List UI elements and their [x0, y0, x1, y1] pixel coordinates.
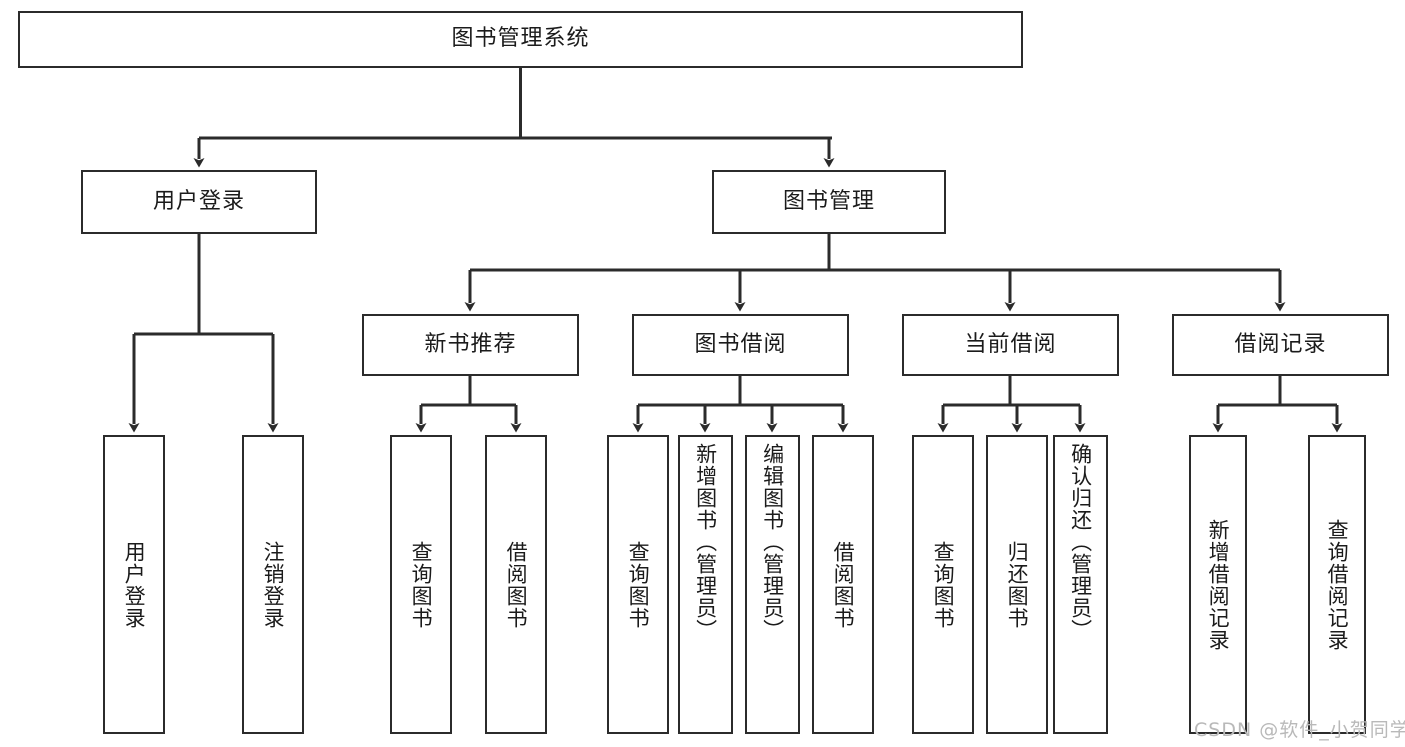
leaf-add-book-admin-label: 新增图书（管理员） — [693, 443, 718, 641]
leaf-borrow-book-recommend-label: 借阅图书 — [504, 540, 529, 629]
node-new-book-recommend-label: 新书推荐 — [424, 331, 517, 357]
leaf-query-borrow-record[interactable]: 查询借阅记录 — [1308, 435, 1366, 734]
leaf-query-book-borrow-label: 查询图书 — [626, 540, 651, 629]
node-current-borrow-label: 当前借阅 — [964, 331, 1057, 357]
leaf-add-borrow-record[interactable]: 新增借阅记录 — [1189, 435, 1247, 734]
leaf-logout-label: 注销登录 — [261, 540, 286, 629]
leaf-return-book[interactable]: 归还图书 — [986, 435, 1048, 734]
node-new-book-recommend[interactable]: 新书推荐 — [362, 314, 579, 376]
node-borrow-record-label: 借阅记录 — [1234, 331, 1327, 357]
node-user-login-label: 用户登录 — [152, 188, 245, 214]
leaf-query-borrow-record-label: 查询借阅记录 — [1325, 518, 1350, 651]
leaf-add-borrow-record-label: 新增借阅记录 — [1206, 518, 1231, 651]
watermark: CSDN @软件_小贺同学 — [1194, 719, 1405, 741]
leaf-borrow-book-label: 借阅图书 — [831, 540, 856, 629]
leaf-borrow-book[interactable]: 借阅图书 — [812, 435, 874, 734]
node-user-login[interactable]: 用户登录 — [81, 170, 317, 234]
node-book-borrow[interactable]: 图书借阅 — [632, 314, 849, 376]
leaf-edit-book-admin[interactable]: 编辑图书（管理员） — [745, 435, 800, 734]
leaf-user-login[interactable]: 用户登录 — [103, 435, 165, 734]
leaf-confirm-return-admin[interactable]: 确认归还（管理员） — [1053, 435, 1108, 734]
leaf-query-book-current-label: 查询图书 — [931, 540, 956, 629]
node-book-management-label: 图书管理 — [782, 188, 875, 214]
leaf-query-book-current[interactable]: 查询图书 — [912, 435, 974, 734]
node-book-borrow-label: 图书借阅 — [694, 331, 787, 357]
node-root[interactable]: 图书管理系统 — [18, 11, 1023, 68]
node-root-label: 图书管理系统 — [451, 26, 590, 52]
leaf-query-book-recommend-label: 查询图书 — [409, 540, 434, 629]
leaf-add-book-admin[interactable]: 新增图书（管理员） — [678, 435, 733, 734]
node-current-borrow[interactable]: 当前借阅 — [902, 314, 1119, 376]
leaf-logout[interactable]: 注销登录 — [242, 435, 304, 734]
leaf-confirm-return-admin-label: 确认归还（管理员） — [1068, 443, 1093, 641]
leaf-query-book-borrow[interactable]: 查询图书 — [607, 435, 669, 734]
leaf-edit-book-admin-label: 编辑图书（管理员） — [760, 443, 785, 641]
leaf-user-login-label: 用户登录 — [122, 540, 147, 629]
leaf-borrow-book-recommend[interactable]: 借阅图书 — [485, 435, 547, 734]
node-borrow-record[interactable]: 借阅记录 — [1172, 314, 1389, 376]
leaf-return-book-label: 归还图书 — [1005, 540, 1030, 629]
node-book-management[interactable]: 图书管理 — [712, 170, 946, 234]
leaf-query-book-recommend[interactable]: 查询图书 — [390, 435, 452, 734]
